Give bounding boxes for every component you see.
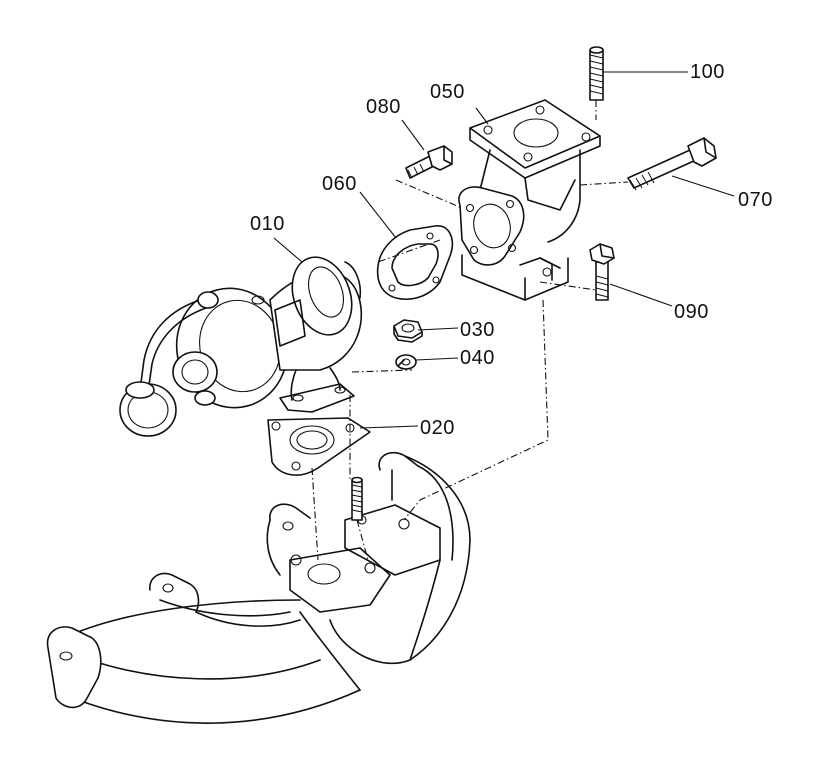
exhaust-elbow xyxy=(458,99,601,301)
callout-090: 090 xyxy=(674,301,709,323)
callout-080: 080 xyxy=(366,96,401,118)
nut-030 xyxy=(393,319,423,343)
washer-040 xyxy=(395,354,417,370)
callout-020: 020 xyxy=(420,417,455,439)
gasket-020 xyxy=(267,417,371,476)
gasket-060 xyxy=(376,225,454,300)
assembly-centerlines xyxy=(311,100,629,561)
stud-100 xyxy=(589,46,604,101)
leader-lines xyxy=(273,71,735,429)
callout-040: 040 xyxy=(460,347,495,369)
bolt-080 xyxy=(405,145,453,179)
callout-030: 030 xyxy=(460,319,495,341)
stud-lower xyxy=(351,476,363,521)
bolt-090 xyxy=(589,243,615,301)
callout-010: 010 xyxy=(250,213,285,235)
exhaust-manifold xyxy=(46,451,471,724)
callout-labels: 100 050 080 060 070 010 090 030 040 020 xyxy=(250,61,773,439)
turbocharger xyxy=(119,256,363,437)
callout-050: 050 xyxy=(430,81,465,103)
bolt-070 xyxy=(627,137,717,191)
callout-070: 070 xyxy=(738,189,773,211)
callout-100: 100 xyxy=(690,61,725,83)
callout-060: 060 xyxy=(322,173,357,195)
